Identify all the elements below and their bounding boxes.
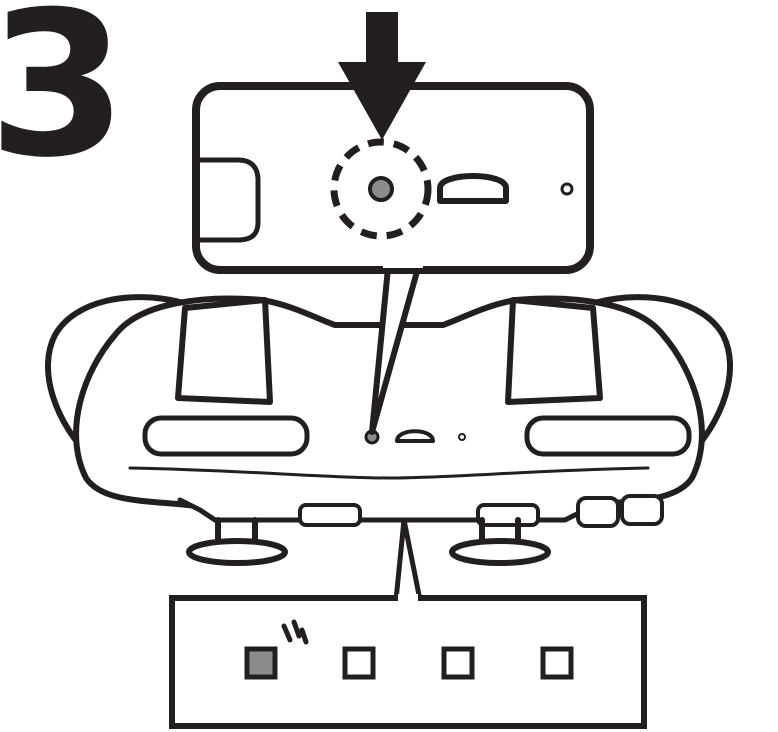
pairing-button-highlight [330,138,432,240]
bottom-button-r1 [576,496,620,528]
press-arrow-icon [338,12,426,140]
left-shoulder-button [175,297,273,405]
player-led-4 [540,646,574,680]
bottom-callout [169,517,647,729]
bottom-button-r2 [620,494,664,526]
pairing-button-zoomed [368,176,394,202]
left-stick-cap [186,538,288,566]
player-led-2 [342,646,376,680]
bottom-callout-pointer [393,517,423,601]
left-grip-panel [142,415,310,457]
right-grip-panel [524,415,692,457]
bottom-button-right [476,503,540,527]
body-seam [128,466,650,480]
indicator-hole-zoomed [560,182,574,196]
charge-port-small [395,429,435,443]
right-shoulder-button [505,297,603,405]
charge-port-zoomed [437,173,509,204]
controller [45,294,733,566]
blink-indicator-icon [281,619,309,645]
top-callout-pointer [369,267,421,435]
callout-side-panel [200,157,261,243]
step-number: 3 [0,0,128,202]
indicator-hole-small [458,433,466,441]
right-stick-cap [449,538,551,566]
bottom-button-left [298,503,362,527]
player-led-3 [441,646,475,680]
player-led-1 [244,646,278,680]
